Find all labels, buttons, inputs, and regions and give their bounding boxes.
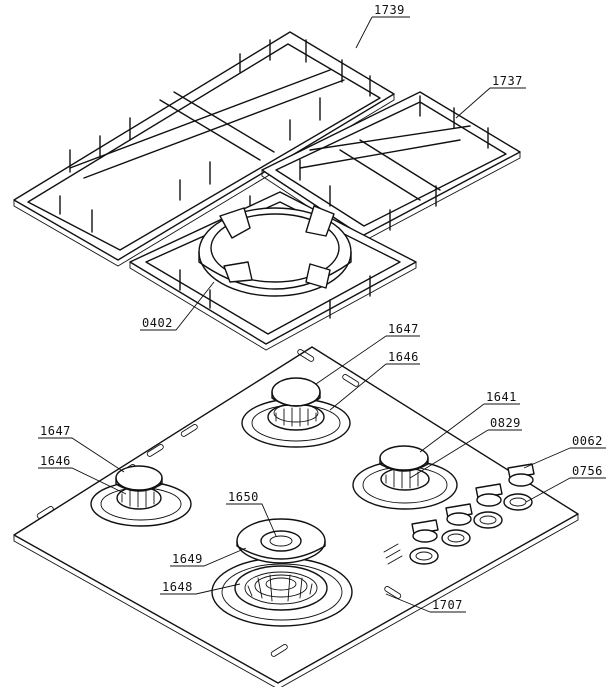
- label-0829: 0829: [490, 416, 521, 430]
- burner-right: [352, 445, 458, 510]
- burner-rear-middle: [241, 377, 351, 448]
- label-1649: 1649: [172, 552, 203, 566]
- label-0402: 0402: [142, 316, 173, 330]
- label-0062: 0062: [572, 434, 603, 448]
- label-1641: 1641: [486, 390, 517, 404]
- burner-left: [90, 465, 192, 527]
- part-labels: 1739 1737 0402 1647 1646 1641 0829 0062 …: [40, 3, 603, 612]
- pan-support-wok: [129, 191, 417, 351]
- label-1646-lower: 1646: [40, 454, 71, 468]
- burner-front-wok: [211, 518, 353, 627]
- control-knobs: [383, 463, 535, 565]
- label-1707: 1707: [432, 598, 463, 612]
- label-1646-upper: 1646: [388, 350, 419, 364]
- label-1648: 1648: [162, 580, 193, 594]
- label-1739: 1739: [374, 3, 405, 17]
- leader-lines: [38, 16, 606, 613]
- label-1647-lower: 1647: [40, 424, 71, 438]
- label-0756: 0756: [572, 464, 603, 478]
- hob-plate: [13, 346, 579, 687]
- label-1647-upper: 1647: [388, 322, 419, 336]
- label-1737: 1737: [492, 74, 523, 88]
- pan-support-left: [13, 31, 395, 267]
- label-1650: 1650: [228, 490, 259, 504]
